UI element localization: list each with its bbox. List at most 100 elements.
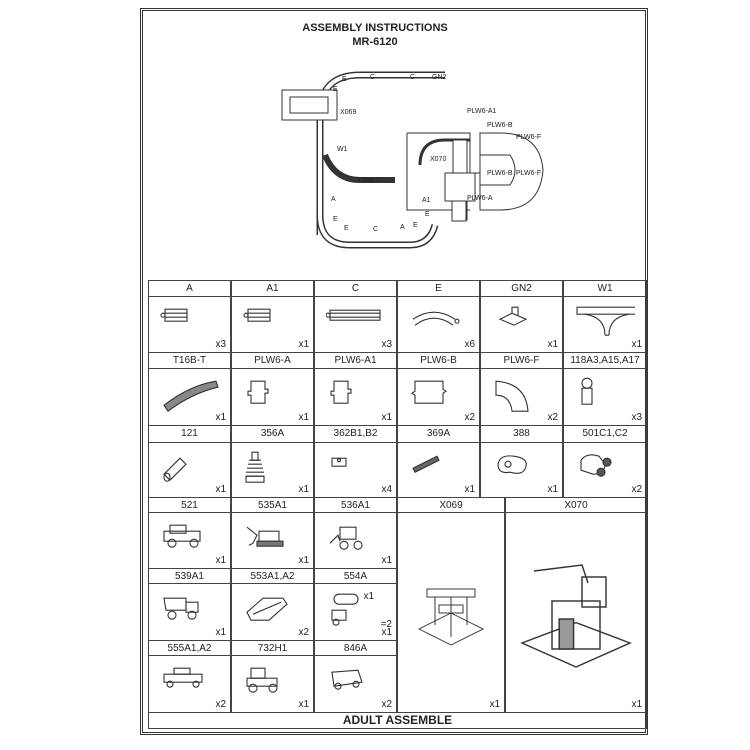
diagram-label: C [410,74,416,81]
diagram-label: W1 [337,146,348,153]
part-quantity: x1 [547,484,558,495]
part-quantity: x1 [489,699,500,710]
puzzle-curve-icon [494,380,529,412]
diagram-label: E [425,211,430,218]
part-cell: x2 [480,368,563,426]
part-code: 732H1 [231,640,314,656]
part-quantity: x1 [381,627,392,638]
car-icon [580,454,612,477]
adult-assemble-note: ADULT ASSEMBLE [148,712,647,729]
part-code: 369A [397,425,480,443]
straight-long-track-icon [325,309,381,321]
part-code: 554A [314,568,397,584]
part-code: 553A1,A2 [231,568,314,584]
part-cell: x2 [314,655,397,713]
part-code: T16B-T [148,352,231,369]
part-cell: x1 [314,368,397,426]
puzzle-piece-wide-icon [410,380,447,404]
switch-track-icon [576,306,635,336]
flatcar-icon [162,667,203,688]
part-quantity: x3 [381,339,392,350]
part-code: 555A1,A2 [148,640,231,656]
part-cell: x1 [148,368,231,426]
x069-platform-icon [417,588,485,646]
part-cell: x1 [397,442,480,498]
x070-building-icon [520,563,632,668]
part-cell: x2 [231,583,314,641]
diagram-label: PLW6-A1 [467,108,497,115]
diagram-label: E [344,225,349,232]
diagram-label: E [333,86,338,93]
part-code: E [397,280,480,297]
part-cell: x3 [314,296,397,353]
part-cell: x1 [148,512,231,569]
loader-icon [329,526,363,550]
part-cell: x1 [314,512,397,569]
diagram-label: GN2 [432,74,447,81]
part-code: 118A3,A15,A17 [563,352,647,369]
diagram-label: T16B-T [357,177,381,184]
part-code: C [314,280,397,297]
tanker-icon [330,593,359,626]
truck-icon [162,524,201,548]
part-quantity: x1 [631,339,642,350]
boat-icon [245,597,288,621]
diagram-label: C [373,226,379,233]
part-code: GN2 [480,280,563,297]
part-cell: x4 [314,442,397,498]
part-quantity-total: =2 [380,619,392,630]
part-code: 356A [231,425,314,443]
part-quantity: x1 [464,484,475,495]
peg-icon [162,457,187,482]
diagram-label: E [342,76,347,83]
part-code: 539A1 [148,568,231,584]
part-code: 388 [480,425,563,443]
part-code: 501C1,C2 [563,425,647,443]
rack-icon [411,455,440,473]
part-quantity: x2 [215,699,226,710]
part-quantity: x1 [381,412,392,423]
part-cell: x1 [148,442,231,498]
diagram-label: X070 [430,156,447,163]
part-code: X070 [505,497,647,513]
part-code: W1 [563,280,647,297]
diagram-label: C [370,74,376,81]
diagram-label: X069 [340,109,357,116]
part-quantity: x3 [215,339,226,350]
part-code: 121 [148,425,231,443]
diagram-label: A [400,224,405,231]
part-cell: x1 [231,368,314,426]
part-quantity: x1 [298,555,309,566]
part-cell: x1 [231,442,314,498]
diagram-label: A1 [422,197,431,204]
puzzle-piece-icon [246,380,269,404]
part-code: X069 [397,497,505,513]
tractor-icon [245,667,278,693]
spring-icon [244,451,265,483]
part-quantity: x1 [547,339,558,350]
part-quantity: x2 [631,484,642,495]
buffer-stop-icon [498,306,527,326]
figure-icon [581,377,593,405]
part-quantity: x1 [215,412,226,423]
puzzle-piece-icon [329,380,352,404]
part-code: PLW6-B [397,352,480,369]
part-quantity: x1 [363,591,374,602]
part-code: PLW6-F [480,352,563,369]
track-layout-diagram [281,71,544,249]
part-cell: x1 [231,655,314,713]
part-cell: x1 [480,442,563,498]
part-code: 362B1,B2 [314,425,397,443]
sheet-title: ASSEMBLY INSTRUCTIONS [302,22,448,34]
part-quantity: x2 [381,699,392,710]
part-cell: x2 [148,655,231,713]
curved-track-icon [412,311,460,326]
diagram-label: E [333,216,338,223]
part-quantity: x1 [215,627,226,638]
part-quantity: x1 [215,484,226,495]
part-code: A1 [231,280,314,297]
part-cell: x1 [231,512,314,569]
diagram-label: PLW6-B [487,170,513,177]
